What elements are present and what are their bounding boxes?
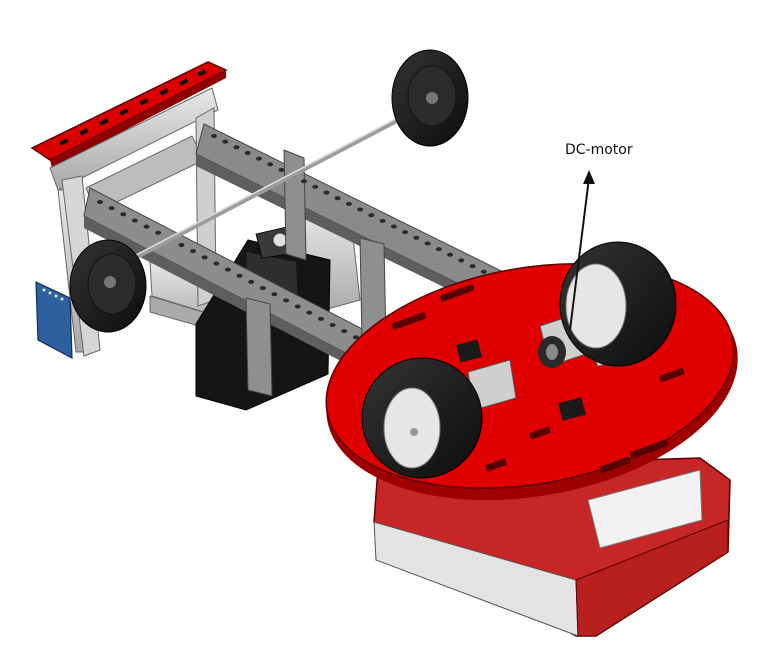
beam-hole — [480, 269, 487, 274]
beam-hole — [345, 201, 352, 206]
beam-hole — [413, 235, 420, 240]
blue-sensor-board — [35, 281, 73, 360]
beam-hole — [131, 218, 138, 223]
front-wheel-left — [361, 357, 483, 479]
beam-hole — [143, 224, 150, 229]
beam-hole — [458, 258, 465, 263]
battery-box — [373, 457, 731, 637]
beam-hole — [469, 264, 476, 269]
beam-hole — [341, 329, 348, 334]
beam-hole — [97, 200, 103, 204]
beam-hole — [379, 218, 386, 223]
rear-axle — [93, 99, 435, 281]
beam-hole — [222, 139, 229, 144]
beam-hole — [447, 252, 454, 257]
beam-hole — [368, 213, 375, 218]
dc-motor-label: DC-motor — [565, 142, 633, 158]
beam-hole — [294, 304, 301, 309]
front-wheel-right — [559, 241, 677, 367]
rear-wheel-right — [391, 49, 469, 147]
beam-hole — [236, 273, 243, 278]
beam-hole — [211, 134, 217, 138]
beam-hole — [317, 316, 324, 321]
beam-hole — [312, 184, 319, 189]
beam-hole — [435, 247, 442, 252]
red-top-rail — [30, 61, 228, 168]
beam-hole — [390, 224, 397, 229]
dc-motor-callout-arrow — [569, 170, 595, 331]
beam-hole — [155, 230, 162, 235]
beam-hole — [306, 310, 313, 315]
beam-hole — [259, 286, 266, 291]
beam-hole — [357, 207, 364, 212]
beam-hole — [201, 255, 208, 260]
beam-hole — [120, 212, 127, 217]
beam-hole — [283, 298, 290, 303]
beam-hole — [267, 162, 274, 167]
beam-hole — [255, 156, 262, 161]
beam-hole — [334, 196, 341, 201]
beam-hole — [244, 150, 251, 155]
beam-hole — [248, 279, 255, 284]
beam-hole — [233, 145, 240, 150]
beam-hole — [424, 241, 431, 246]
beam-hole — [352, 335, 359, 340]
beam-hole — [190, 249, 197, 254]
beam-hole — [323, 190, 330, 195]
rear-wheel-left — [69, 239, 147, 333]
beam-hole — [108, 206, 115, 211]
beam-hole — [300, 179, 307, 184]
beam-hole — [402, 230, 409, 235]
beam-hole — [178, 243, 185, 248]
beam-hole — [213, 261, 220, 266]
beam-hole — [224, 267, 231, 272]
beam-hole — [329, 322, 336, 327]
beam-hole — [271, 292, 278, 297]
beam-hole — [278, 167, 285, 172]
